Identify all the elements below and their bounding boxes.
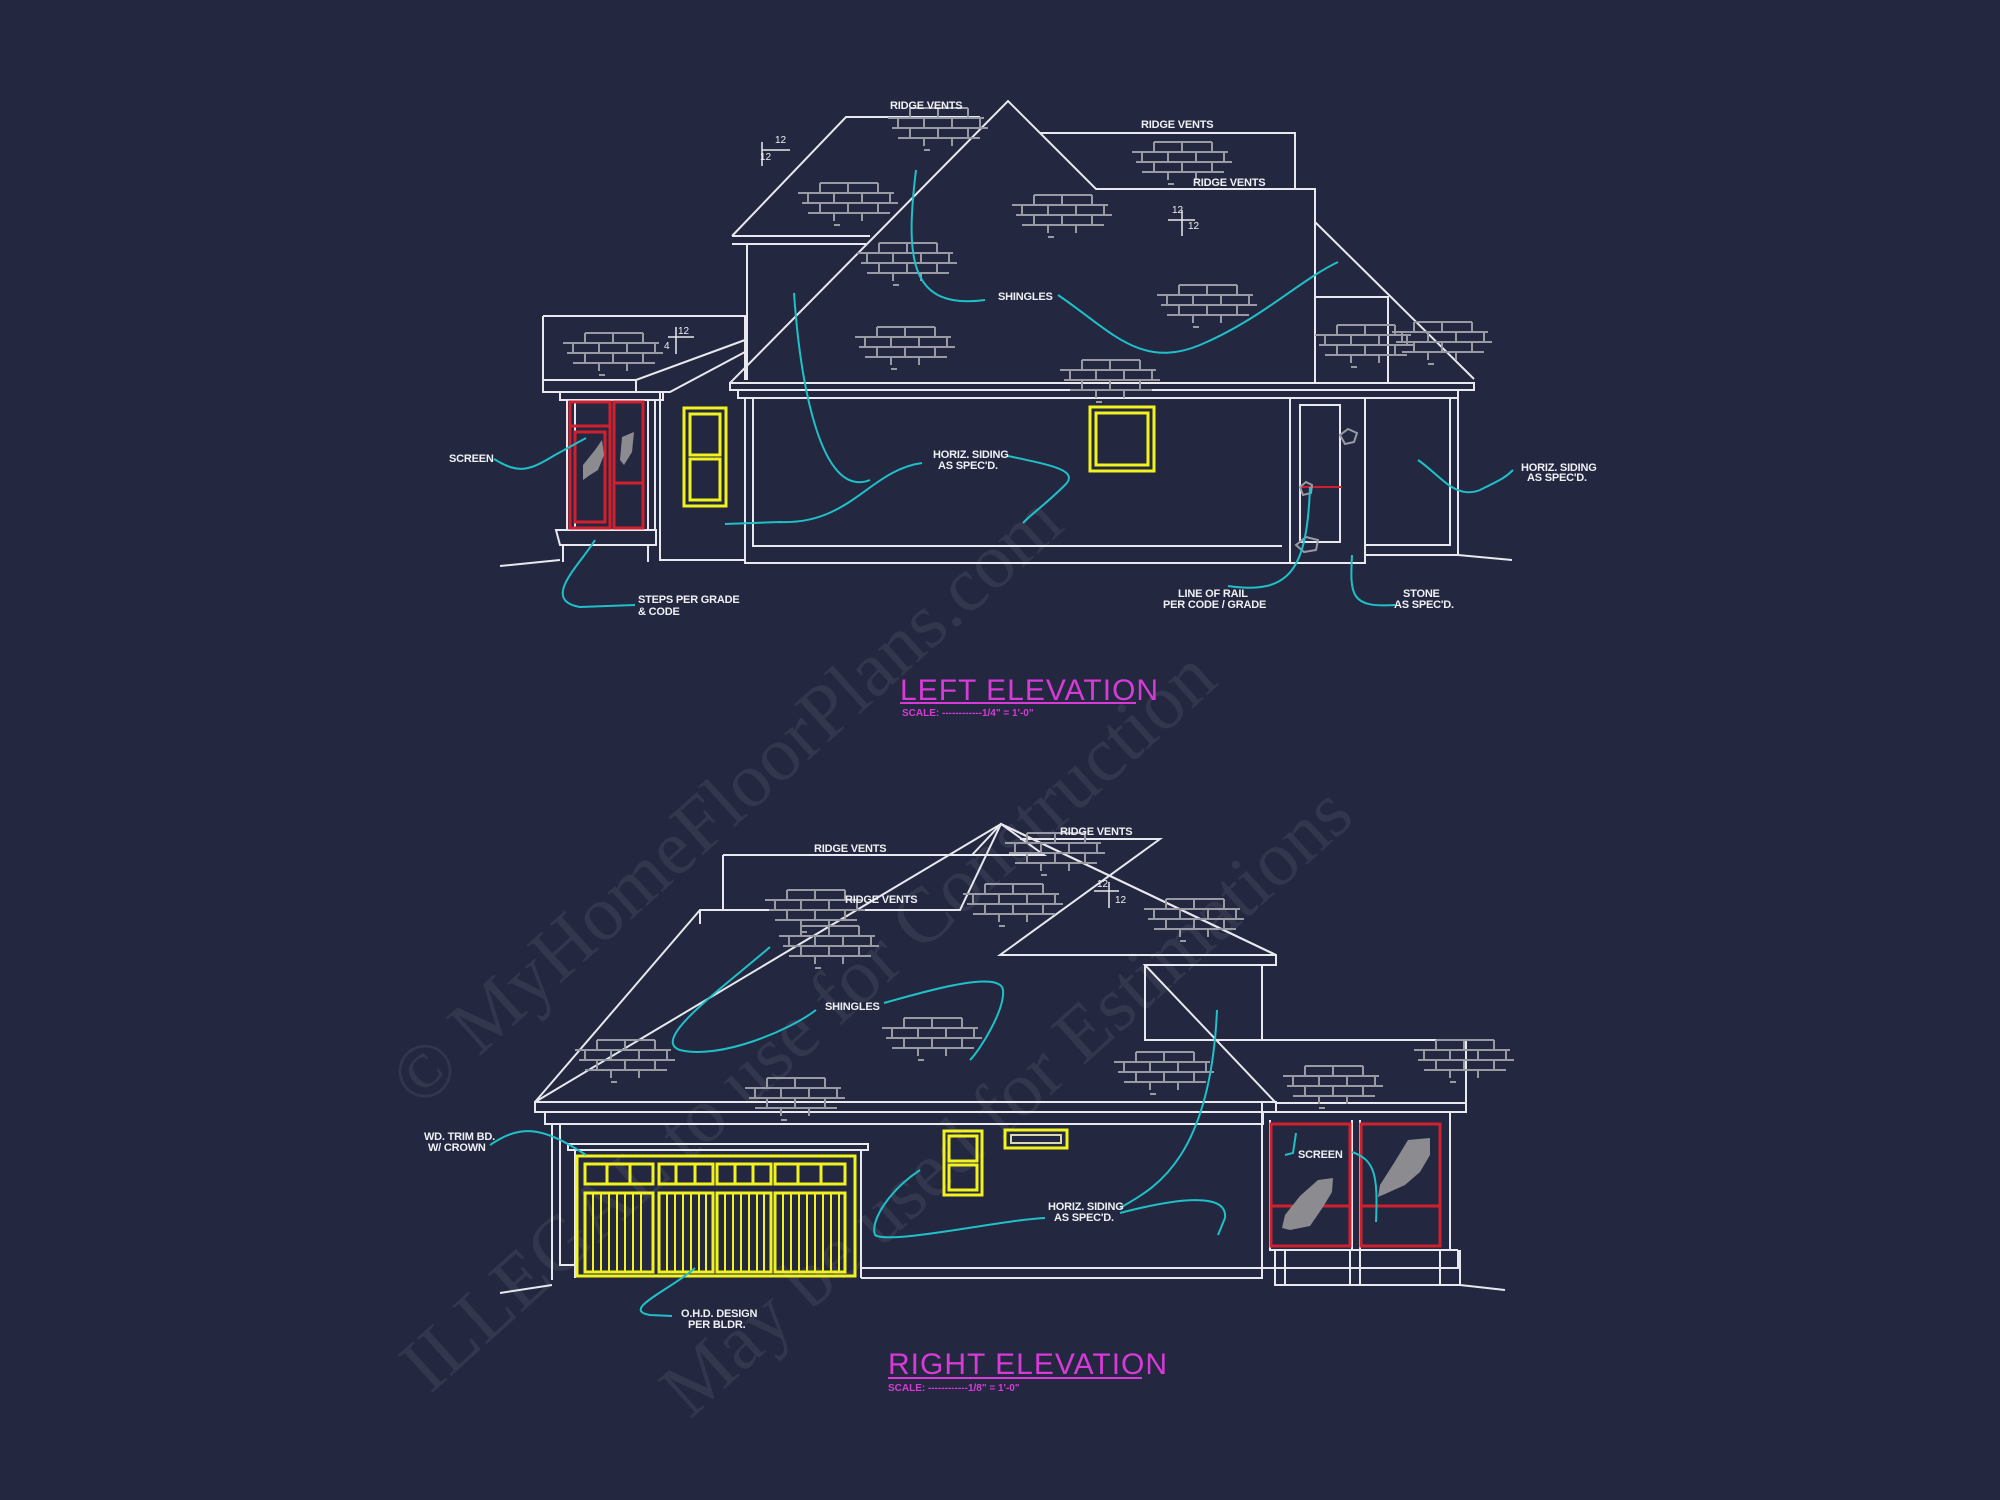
label-shingles: SHINGLES — [825, 1001, 880, 1013]
left-elevation: 12 12 12 12 12 4 RIDGE VENTS RIDGE VENTS — [449, 99, 1597, 719]
label-ohd: PER BLDR. — [688, 1319, 746, 1331]
svg-text:12: 12 — [775, 135, 787, 146]
brick-hatch — [1059, 359, 1161, 403]
double-hung-window — [942, 1129, 984, 1197]
left-windows — [682, 405, 1342, 508]
brick-hatch — [562, 332, 664, 376]
left-annotations: RIDGE VENTS RIDGE VENTS RIDGE VENTS SHIN… — [449, 100, 1597, 618]
brick-hatch — [797, 182, 899, 226]
right-elevation: 12 12 RIDGE VENTS RIDGE VENTS RIDGE VENT… — [424, 822, 1515, 1394]
watermark-line-1: © MyHomeFloorPlans.com — [373, 476, 1077, 1123]
screen-hatch — [1282, 1138, 1430, 1230]
label-shingles: SHINGLES — [998, 291, 1053, 303]
label-rail: PER CODE / GRADE — [1163, 599, 1266, 611]
right-windows — [942, 1128, 1069, 1197]
right-elevation-title: RIGHT ELEVATION — [888, 1348, 1168, 1381]
brick-hatch — [881, 1017, 983, 1061]
svg-text:12: 12 — [1188, 221, 1200, 232]
right-wall-lines — [499, 1112, 1506, 1294]
left-elevation-scale: SCALE: ------------1/4" = 1'-0" — [902, 708, 1034, 719]
label-horiz-siding: HORIZ. SIDING — [1521, 462, 1597, 474]
brick-hatch — [854, 326, 956, 370]
label-steps: & CODE — [638, 606, 680, 618]
label-stone: STONE — [1403, 588, 1440, 600]
label-trim: W/ CROWN — [428, 1142, 486, 1154]
square-window — [1088, 405, 1156, 473]
label-horiz-siding: HORIZ. SIDING — [933, 449, 1009, 461]
svg-text:4: 4 — [664, 341, 670, 352]
left-elevation-title: LEFT ELEVATION — [900, 674, 1159, 707]
brick-hatch — [1282, 1065, 1384, 1109]
label-screen: SCREEN — [1298, 1149, 1343, 1161]
garage-door — [575, 1154, 857, 1278]
screen-hatch — [583, 432, 634, 480]
brick-hatch — [574, 1039, 676, 1083]
label-rail: LINE OF RAIL — [1178, 588, 1248, 600]
right-pitch-symbols: 12 12 — [1094, 879, 1127, 908]
label-horiz-siding: AS SPEC'D. — [1527, 472, 1587, 484]
brick-hatch — [887, 107, 989, 151]
label-ridge-vents: RIDGE VENTS — [1141, 119, 1213, 131]
label-horiz-siding: HORIZ. SIDING — [1048, 1201, 1124, 1213]
transom-window — [1003, 1128, 1069, 1150]
label-ohd: O.H.D. DESIGN — [681, 1308, 757, 1320]
label-ridge-vents: RIDGE VENTS — [845, 894, 917, 906]
brick-hatch — [1113, 1051, 1215, 1095]
label-horiz-siding: AS SPEC'D. — [1054, 1212, 1114, 1224]
right-screen-porch-frame — [1269, 1122, 1442, 1248]
right-annotations: RIDGE VENTS RIDGE VENTS RIDGE VENTS SHIN… — [424, 826, 1343, 1331]
left-leader-lines — [493, 169, 1514, 609]
brick-hatch — [1413, 1039, 1515, 1083]
label-trim: WD. TRIM BD. — [424, 1131, 495, 1143]
left-screen-porch-frame — [568, 400, 645, 530]
svg-text:12: 12 — [760, 152, 772, 163]
svg-text:12: 12 — [1172, 205, 1184, 216]
right-leader-lines — [489, 946, 1378, 1317]
svg-text:12: 12 — [1097, 879, 1109, 890]
label-ridge-vents: RIDGE VENTS — [890, 100, 962, 112]
label-horiz-siding: AS SPEC'D. — [938, 460, 998, 472]
brick-hatch — [1156, 284, 1258, 328]
label-ridge-vents: RIDGE VENTS — [1060, 826, 1132, 838]
left-roof-lines — [542, 99, 1475, 399]
left-wall-lines — [499, 391, 1513, 567]
svg-text:12: 12 — [678, 326, 690, 337]
brick-hatch — [1011, 194, 1113, 238]
brick-hatch — [1391, 321, 1493, 365]
svg-text:12: 12 — [1115, 895, 1127, 906]
label-screen: SCREEN — [449, 453, 494, 465]
label-steps: STEPS PER GRADE — [638, 594, 740, 606]
double-hung-window — [682, 406, 728, 508]
label-stone: AS SPEC'D. — [1394, 599, 1454, 611]
left-pitch-symbols: 12 12 12 12 12 4 — [664, 135, 1200, 354]
right-elevation-scale: SCALE: ------------1/8" = 1'-0" — [888, 1383, 1020, 1394]
right-roof-lines — [534, 822, 1467, 1125]
label-ridge-vents: RIDGE VENTS — [814, 843, 886, 855]
brick-hatch — [856, 242, 958, 286]
label-ridge-vents: RIDGE VENTS — [1193, 177, 1265, 189]
